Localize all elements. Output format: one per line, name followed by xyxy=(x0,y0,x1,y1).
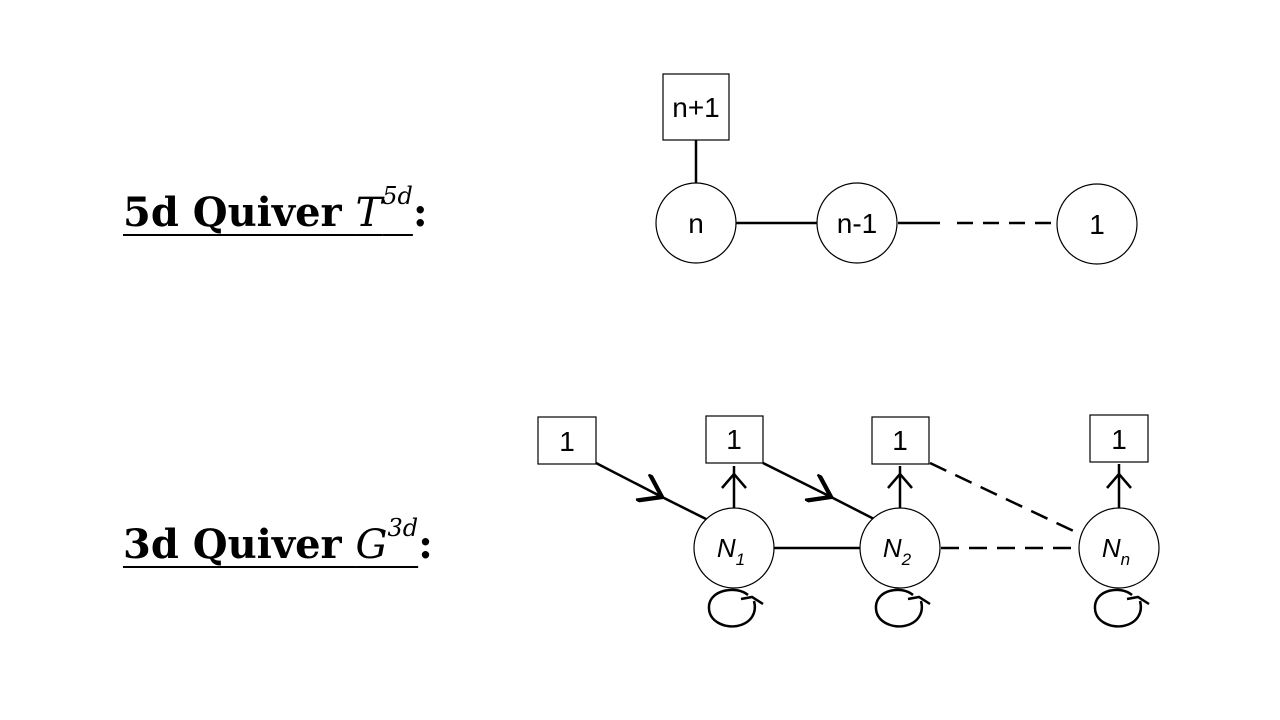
title-3d-symbol: G xyxy=(355,522,388,568)
flavor-box-N1 xyxy=(705,415,764,464)
self-loop-N2 xyxy=(874,588,931,628)
title-3d-superscript: 3d xyxy=(387,514,419,542)
title-3d-quiver: 3d Quiver G3d: xyxy=(123,516,433,568)
quiver-3d: 1 1 1 1 N1 N2 Nn xyxy=(537,414,1160,628)
edge-box2-to-Nn-dashed xyxy=(929,461,1085,538)
title-5d-colon: : xyxy=(412,189,428,236)
node-N1-label: N1 xyxy=(717,533,745,569)
node-1 xyxy=(1056,183,1138,265)
flavor-box-label: n+1 xyxy=(672,92,720,123)
title-3d-label: 3d Quiver xyxy=(123,521,356,568)
node-1-label: 1 xyxy=(1089,209,1105,240)
node-Nn-label: Nn xyxy=(1102,533,1130,569)
flavor-box-left-label: 1 xyxy=(559,426,575,457)
node-N2 xyxy=(859,507,941,589)
flavor-box-Nn-label: 1 xyxy=(1111,424,1127,455)
edge-left-box-to-N1 xyxy=(595,461,709,522)
title-5d-quiver: 5d Quiver T5d: xyxy=(123,184,428,236)
node-Nn xyxy=(1078,507,1160,589)
title-5d-superscript: 5d xyxy=(382,182,413,210)
flavor-box-left xyxy=(537,416,597,465)
node-N1 xyxy=(693,507,775,589)
flavor-box-N2-label: 1 xyxy=(892,425,908,456)
quiver-5d: n+1 n n-1 1 xyxy=(655,73,1138,265)
arrowhead-N1-up xyxy=(721,472,747,489)
title-3d-colon: : xyxy=(418,521,433,568)
node-n-minus-1 xyxy=(816,182,898,264)
arrowhead-N2-up xyxy=(887,472,913,489)
title-5d-label: 5d Quiver xyxy=(123,189,356,236)
flavor-box-N2 xyxy=(871,416,930,465)
node-N2-label: N2 xyxy=(883,533,912,569)
flavor-box-N1-label: 1 xyxy=(726,424,742,455)
arrowhead-Nn-up xyxy=(1106,472,1132,489)
flavor-box-n-plus-1 xyxy=(662,73,730,141)
edge-box1-to-N2 xyxy=(762,461,877,522)
self-loop-Nn xyxy=(1093,588,1150,628)
node-n-minus-1-label: n-1 xyxy=(837,208,877,239)
flavor-box-Nn xyxy=(1089,414,1149,463)
self-loop-N1 xyxy=(707,588,764,628)
title-5d-symbol: T xyxy=(355,190,383,236)
node-n xyxy=(655,182,737,264)
node-n-label: n xyxy=(688,208,704,239)
